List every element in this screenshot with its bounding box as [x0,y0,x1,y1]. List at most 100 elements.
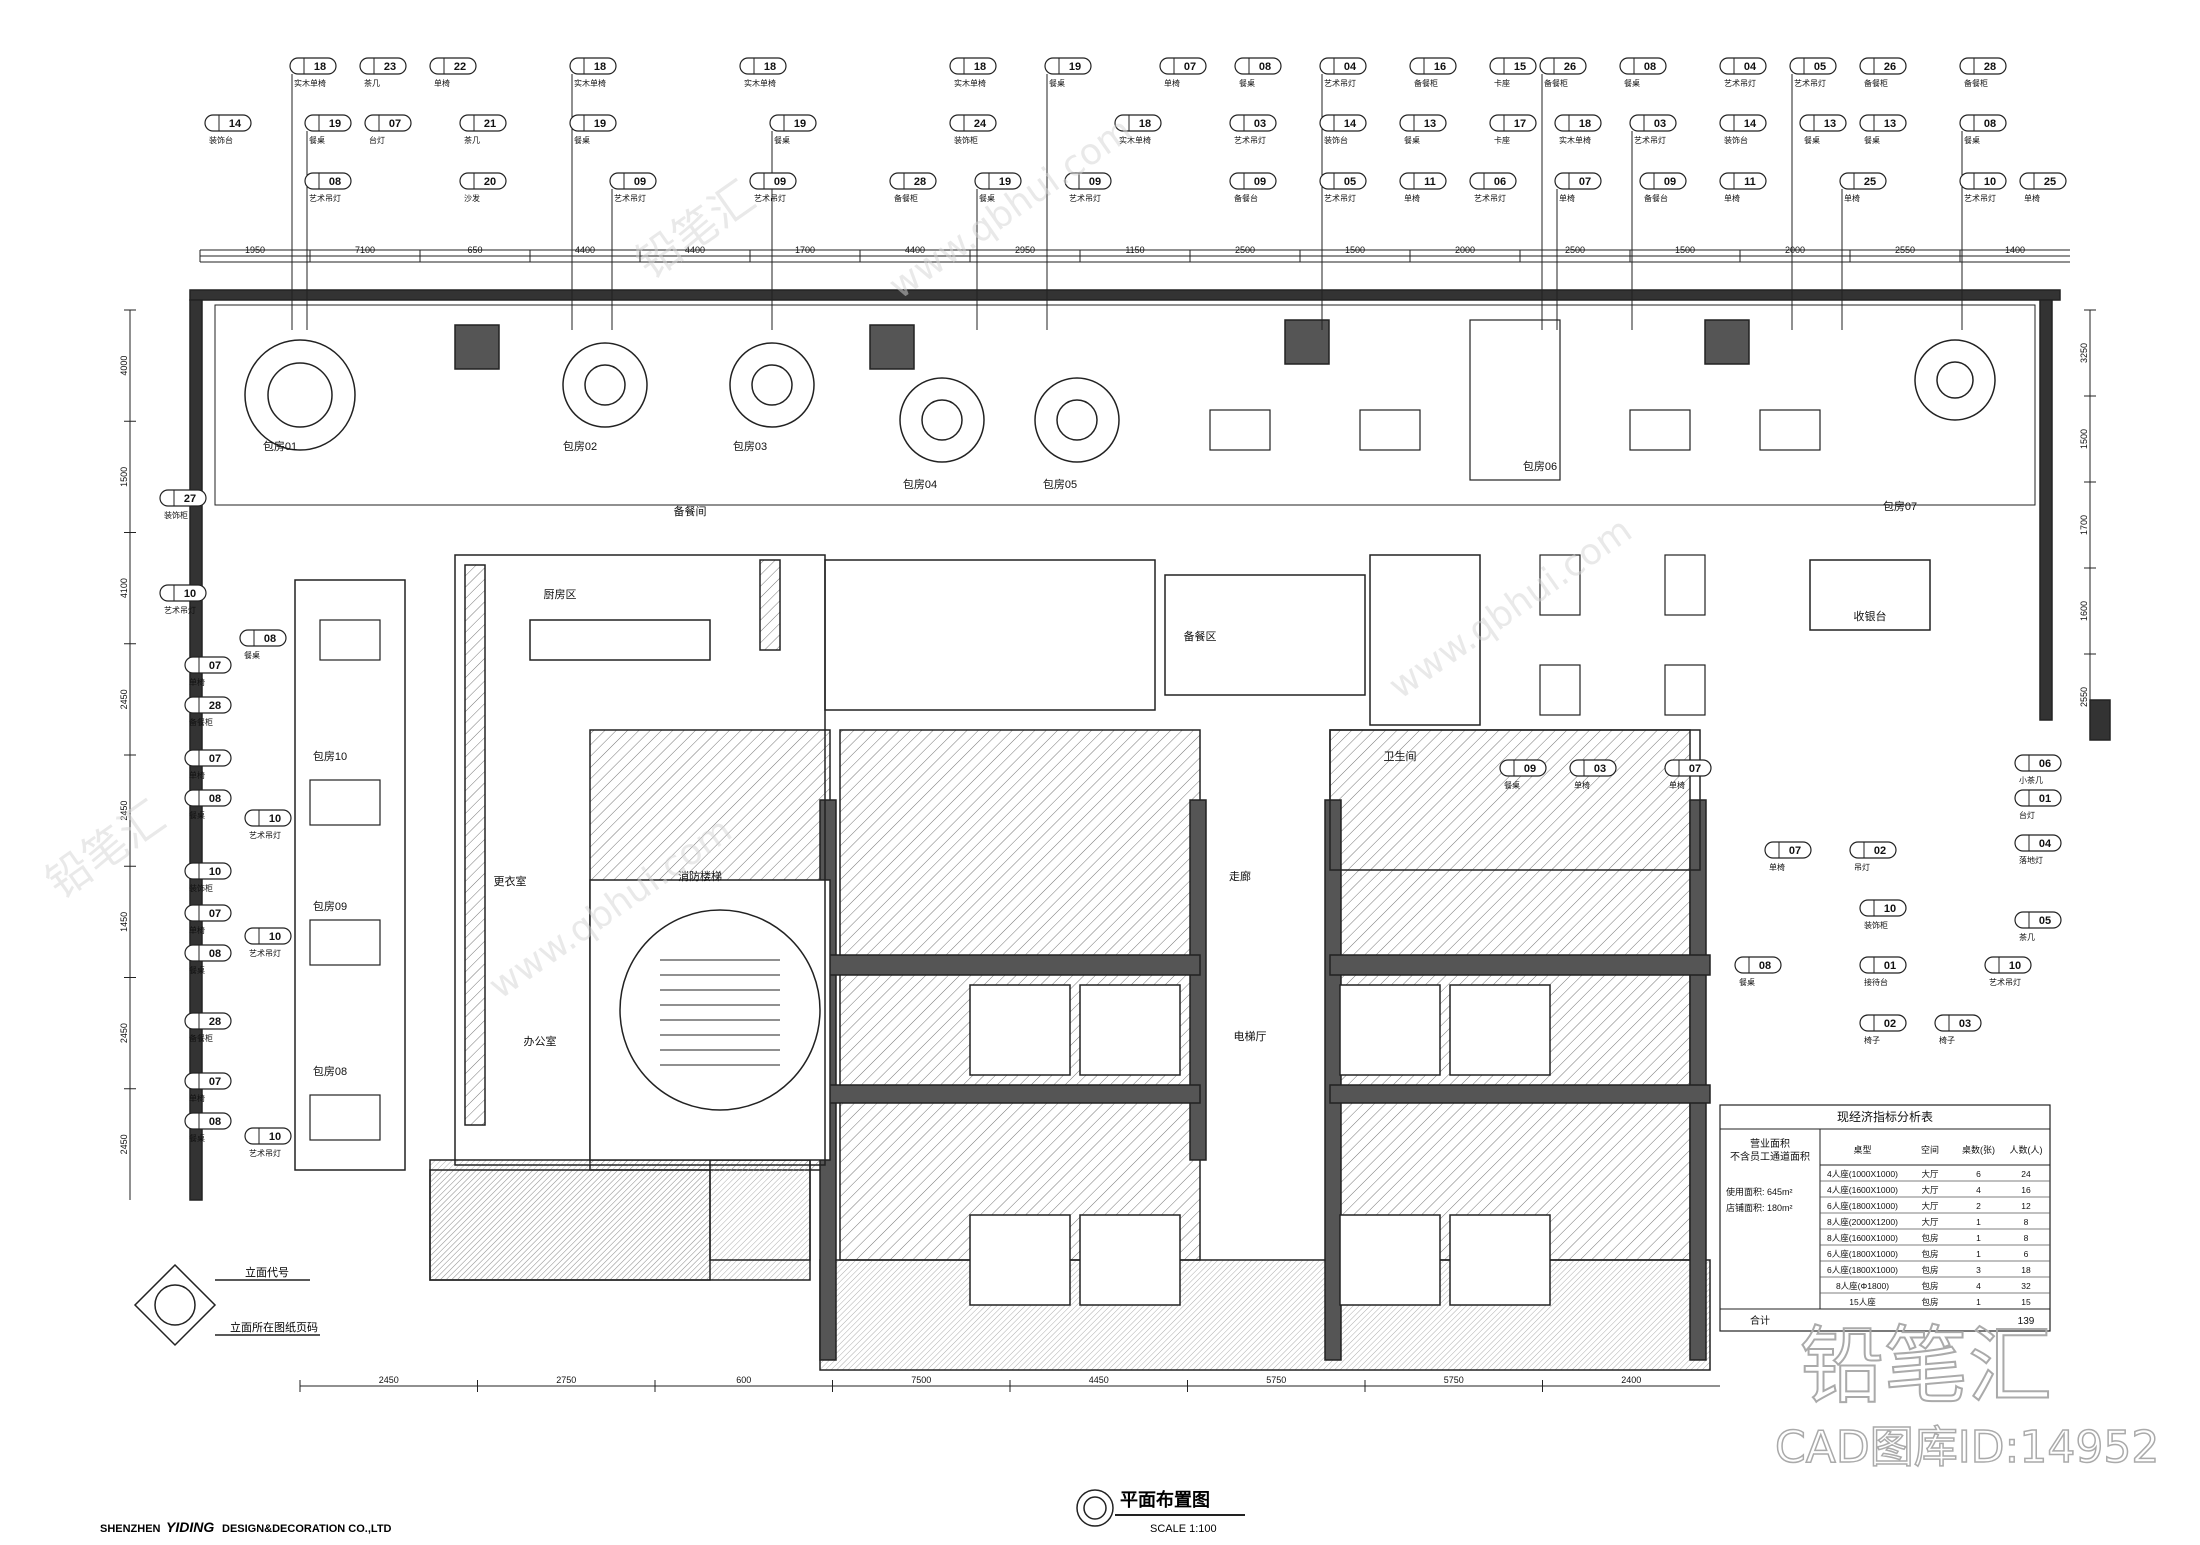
room-label-pr07: 包房07 [1883,500,1917,513]
dim-value: 2450 [119,801,129,821]
tag-number: 14 [1744,118,1757,130]
dim-value: 2000 [1455,245,1475,255]
watermark-id: CAD图库ID:14952 [1775,1422,2159,1473]
tag-number: 09 [1524,763,1536,775]
tag-number: 19 [1069,61,1081,73]
tag-number: 10 [2009,960,2021,972]
tag-number: 19 [794,118,806,130]
dim-value: 4400 [905,245,925,255]
table-cell: 8人座(Φ1800) [1836,1281,1889,1291]
dim-value: 2550 [2079,687,2089,707]
table-cell: 大厅 [1921,1217,1939,1227]
tag-label: 实木单椅 [574,78,606,88]
table-area-line: 使用面积: 645m² [1726,1186,1793,1197]
tag-capsule [1229,114,1277,132]
tag-label: 单椅 [189,925,205,935]
tag-capsule [184,904,232,922]
dim-value: 1500 [119,467,129,487]
tag-capsule [1409,57,1457,75]
tag-capsule [244,1127,292,1145]
watermark-url: www.qbhui.com [882,110,1140,308]
tag-number: 05 [1814,61,1826,73]
tag-number: 07 [1579,176,1591,188]
tag-capsule [204,114,252,132]
table-cell: 4人座(1000X1000) [1827,1169,1898,1179]
tag-label: 餐桌 [1239,78,1255,88]
company-brand: YIDING [166,1519,214,1535]
dim-value: 1700 [2079,515,2089,535]
tag-capsule [1959,114,2007,132]
table-cell: 8 [2024,1217,2029,1227]
tag-capsule [239,629,287,647]
table-cell: 大厅 [1921,1169,1939,1179]
tag-capsule [1229,172,1277,190]
tag-capsule [459,114,507,132]
tag-label: 艺术吊灯 [1964,193,1996,203]
tag-label: 椅子 [1939,1035,1955,1045]
company-prefix: SHENZHEN [100,1523,161,1535]
tag-number: 07 [1689,763,1701,775]
furniture-tags-right: 06小茶几01台灯04落地灯05茶几10艺术吊灯03椅子07单椅02吊灯10装饰… [1499,754,2062,1045]
tag-number: 01 [2039,793,2051,805]
table-cell: 包房 [1921,1249,1938,1259]
dining-table [319,619,381,661]
tag-capsule [1719,172,1767,190]
tag-capsule [569,114,617,132]
tag-number: 09 [634,176,646,188]
table-cell: 6 [2024,1249,2029,1259]
tag-number: 21 [484,118,496,130]
tag-capsule [1539,57,1587,75]
tag-label: 备餐柜 [894,193,918,203]
dim-value: 1500 [2079,429,2089,449]
tag-label: 餐桌 [774,135,790,145]
tag-number: 08 [264,633,276,645]
dim-value: 2450 [119,1023,129,1043]
table-cell: 大厅 [1921,1201,1939,1211]
tag-label: 艺术吊灯 [1324,78,1356,88]
tag-label: 艺术吊灯 [1069,193,1101,203]
tag-label: 艺术吊灯 [614,193,646,203]
room-label-pantry: 备餐区 [1184,629,1217,643]
tag-capsule [244,809,292,827]
tag-capsule [1499,759,1547,777]
tag-label: 艺术吊灯 [1324,193,1356,203]
room-label-pr08: 包房08 [313,1065,347,1078]
dining-table [1539,664,1581,716]
dining-table [1629,409,1691,451]
legend-elevation-index: 立面所在图纸页码 [230,1320,318,1334]
tag-capsule [1839,172,1887,190]
tag-capsule [974,172,1022,190]
tag-label: 备餐台 [1234,193,1258,203]
tag-number: 07 [209,908,221,920]
dim-value: 4100 [119,578,129,598]
table-cell: 1 [1976,1217,1981,1227]
tag-capsule [769,114,817,132]
tag-capsule [1734,956,1782,974]
sculpture-panel [1469,319,1561,481]
tag-label: 卡座 [1494,135,1510,145]
economic-index-table: 现经济指标分析表营业面积不含员工通道面积桌型空间桌数(张)人数(人)使用面积: … [1719,1104,2051,1332]
table-cell: 16 [2021,1185,2031,1195]
tag-number: 04 [1344,61,1357,73]
tag-number: 08 [209,948,221,960]
elevation-legend [133,1263,320,1347]
tag-capsule [2019,172,2067,190]
room-label-fire_stair: 消防楼梯 [678,869,722,883]
title-mark [1076,1489,1245,1527]
legend-elevation-symbol: 立面代号 [245,1265,289,1279]
